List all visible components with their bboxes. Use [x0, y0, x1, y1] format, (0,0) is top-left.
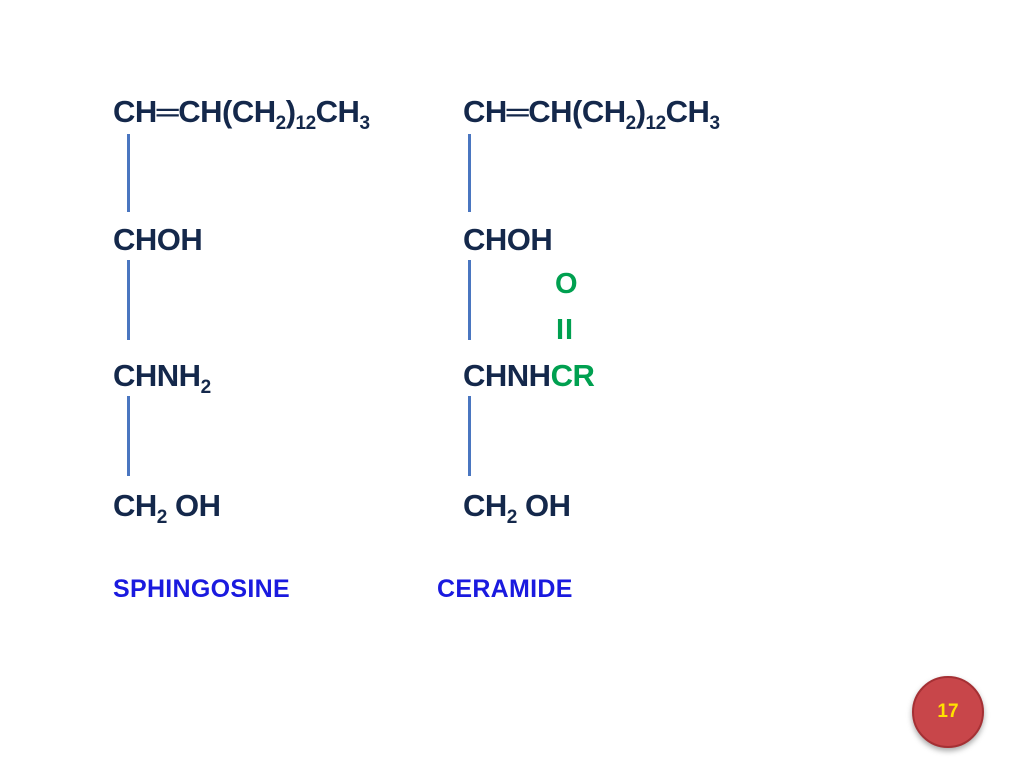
- sphingosine-row4-formula: CH2 OH: [113, 488, 221, 527]
- double-bond-symbol: ═: [156, 94, 179, 129]
- formula-subscript: 12: [645, 113, 667, 134]
- ceramide-row1-formula: CH═CH(CH2)12CH3: [463, 94, 720, 133]
- formula-text: CH(CH: [178, 94, 276, 129]
- formula-subscript: 2: [156, 507, 168, 528]
- sphingosine-bond-3: [127, 396, 130, 476]
- ceramide-name: CERAMIDE: [437, 575, 573, 603]
- formula-subscript: 2: [506, 507, 518, 528]
- formula-text: CH: [113, 488, 157, 523]
- formula-text: CHNH: [463, 358, 551, 393]
- formula-text: CH(CH: [528, 94, 626, 129]
- formula-text: CH: [463, 94, 507, 129]
- formula-text: CH: [665, 94, 710, 129]
- page-number-badge: 17: [912, 676, 984, 748]
- ceramide-bond-1: [468, 134, 471, 212]
- ceramide-bond-2: [468, 260, 471, 340]
- sphingosine-name: SPHINGOSINE: [113, 575, 290, 603]
- formula-text: CH: [463, 488, 507, 523]
- formula-subscript: 3: [709, 113, 720, 134]
- sphingosine-row2-formula: CHOH: [113, 222, 203, 257]
- sphingosine-bond-1: [127, 134, 130, 212]
- ceramide-row3-formula: CHNHCR: [463, 358, 595, 393]
- sphingosine-row1-formula: CH═CH(CH2)12CH3: [113, 94, 370, 133]
- formula-text: CH: [315, 94, 360, 129]
- ceramide-row4-formula: CH2 OH: [463, 488, 571, 527]
- sphingosine-bond-2: [127, 260, 130, 340]
- ceramide-bond-3: [468, 396, 471, 476]
- formula-text: ): [285, 94, 296, 129]
- formula-text: CH: [113, 94, 157, 129]
- formula-text: OH: [166, 488, 221, 523]
- carbonyl-double-bond: II: [556, 314, 575, 346]
- formula-text: CHNH: [113, 358, 201, 393]
- sphingosine-row3-formula: CHNH2: [113, 358, 211, 397]
- formula-subscript: 2: [625, 113, 637, 134]
- formula-text: ): [635, 94, 646, 129]
- ceramide-row2-formula: CHOH: [463, 222, 553, 257]
- acyl-group-text: CR: [550, 358, 595, 393]
- formula-subscript: 2: [275, 113, 287, 134]
- double-bond-symbol: ═: [506, 94, 529, 129]
- carbonyl-oxygen: O: [555, 268, 578, 300]
- formula-subscript: 12: [295, 113, 317, 134]
- formula-subscript: 2: [200, 377, 212, 398]
- formula-subscript: 3: [359, 113, 370, 134]
- formula-text: OH: [516, 488, 571, 523]
- page-number: 17: [937, 701, 959, 722]
